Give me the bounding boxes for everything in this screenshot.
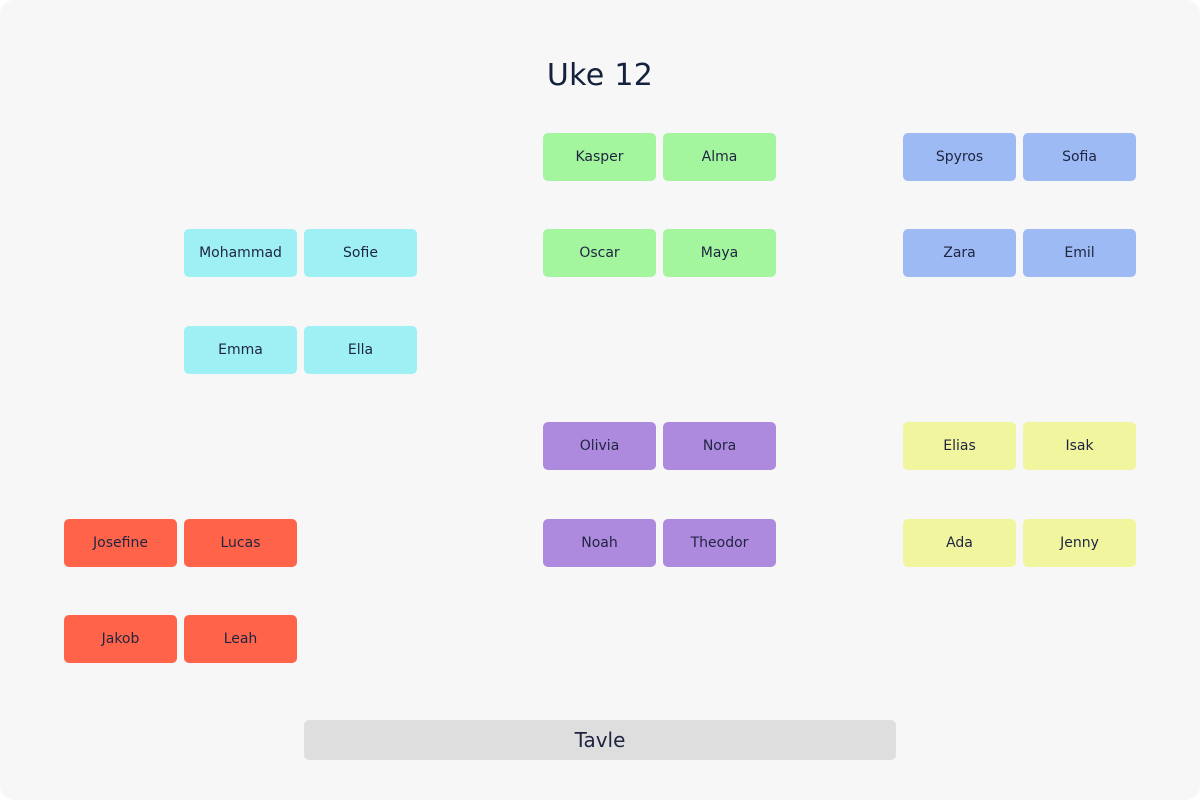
seat-label: Ella <box>347 342 374 358</box>
seat-kasper[interactable]: Kasper <box>543 133 656 181</box>
page-title: Uke 12 <box>546 58 654 93</box>
seat-label: Spyros <box>935 149 984 165</box>
seat-label: Maya <box>700 245 739 261</box>
seat-label: Jakob <box>101 631 140 647</box>
whiteboard: Tavle <box>304 720 896 760</box>
seat-lucas[interactable]: Lucas <box>184 519 297 567</box>
seat-ada[interactable]: Ada <box>903 519 1016 567</box>
seat-mohammad[interactable]: Mohammad <box>184 229 297 277</box>
seat-label: Sofie <box>343 245 378 261</box>
seat-noah[interactable]: Noah <box>543 519 656 567</box>
seat-label: Leah <box>223 631 258 647</box>
seat-label: Mohammad <box>199 245 282 261</box>
seat-spyros[interactable]: Spyros <box>903 133 1016 181</box>
seat-emma[interactable]: Emma <box>184 326 297 374</box>
seat-elias[interactable]: Elias <box>903 422 1016 470</box>
seat-label: Noah <box>581 535 618 551</box>
seat-label: Emil <box>1064 245 1095 261</box>
seat-josefine[interactable]: Josefine <box>64 519 177 567</box>
seat-label: Ada <box>946 535 973 551</box>
seat-alma[interactable]: Alma <box>663 133 776 181</box>
seat-label: Sofia <box>1062 149 1097 165</box>
seat-label: Kasper <box>575 149 624 165</box>
seat-label: Theodor <box>690 535 749 551</box>
seat-emil[interactable]: Emil <box>1023 229 1136 277</box>
seat-theodor[interactable]: Theodor <box>663 519 776 567</box>
seat-label: Oscar <box>579 245 620 261</box>
seat-zara[interactable]: Zara <box>903 229 1016 277</box>
seat-ella[interactable]: Ella <box>304 326 417 374</box>
seat-label: Nora <box>702 438 737 454</box>
seat-label: Josefine <box>93 535 148 551</box>
seat-jenny[interactable]: Jenny <box>1023 519 1136 567</box>
seat-olivia[interactable]: Olivia <box>543 422 656 470</box>
seat-sofia[interactable]: Sofia <box>1023 133 1136 181</box>
seat-label: Olivia <box>579 438 620 454</box>
seat-label: Elias <box>943 438 976 454</box>
seat-label: Jenny <box>1060 535 1099 551</box>
seat-leah[interactable]: Leah <box>184 615 297 663</box>
seat-label: Emma <box>218 342 263 358</box>
seat-oscar[interactable]: Oscar <box>543 229 656 277</box>
seat-sofie[interactable]: Sofie <box>304 229 417 277</box>
seat-label: Isak <box>1065 438 1094 454</box>
seat-nora[interactable]: Nora <box>663 422 776 470</box>
seat-label: Zara <box>943 245 976 261</box>
seat-maya[interactable]: Maya <box>663 229 776 277</box>
seat-jakob[interactable]: Jakob <box>64 615 177 663</box>
seat-label: Alma <box>701 149 738 165</box>
seat-isak[interactable]: Isak <box>1023 422 1136 470</box>
seat-label: Lucas <box>220 535 261 551</box>
